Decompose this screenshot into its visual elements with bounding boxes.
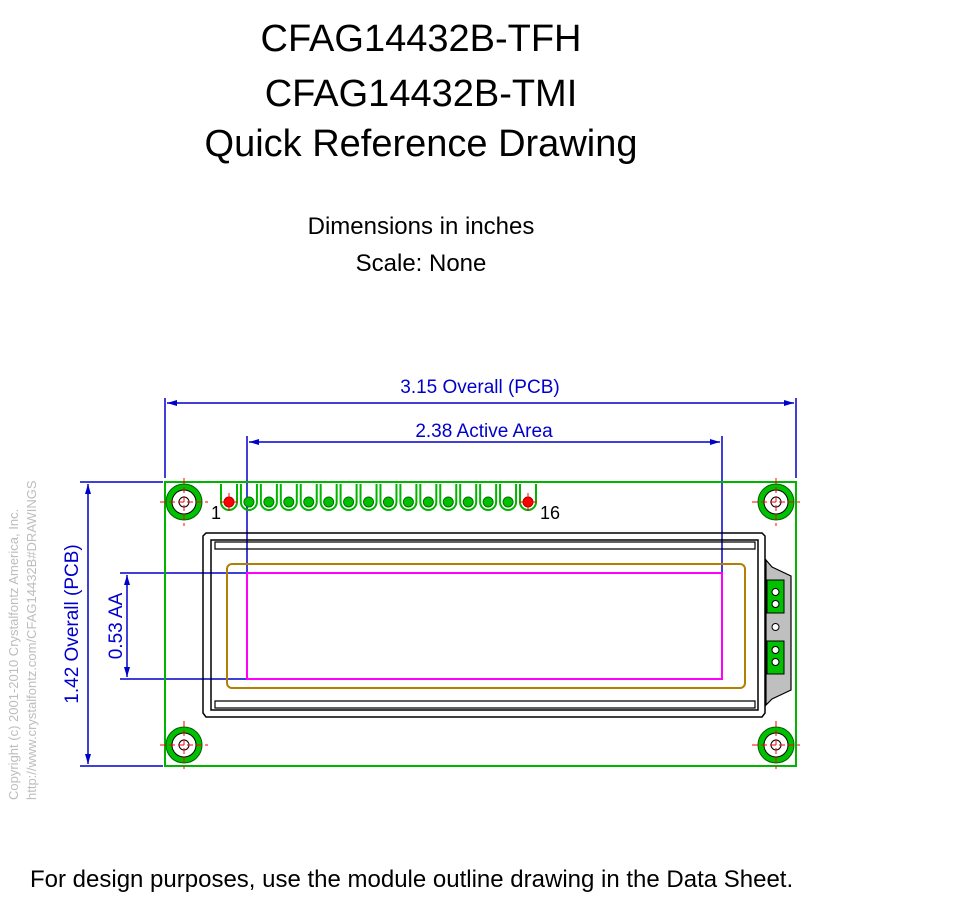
units-note: Dimensions in inches bbox=[307, 213, 535, 240]
title-line-1: CFAG14432B-TFH bbox=[260, 18, 582, 60]
overall-height-dimension bbox=[80, 481, 163, 767]
pcb-outline bbox=[164, 481, 797, 767]
mounting-hole-bottom-right bbox=[752, 721, 800, 769]
connector-pin-8 bbox=[359, 484, 378, 511]
connector-pin-16 bbox=[519, 484, 537, 511]
title-line-3: Quick Reference Drawing bbox=[204, 123, 638, 165]
connector-pin-1 bbox=[220, 484, 238, 511]
connector-pin-6 bbox=[319, 484, 338, 511]
mounting-hole-top-right bbox=[752, 478, 800, 526]
active-width-label: 2.38 Active Area bbox=[415, 421, 553, 442]
connector-pin-7 bbox=[339, 484, 358, 511]
scale-note: Scale: None bbox=[355, 250, 487, 277]
overall-width-dimension bbox=[164, 398, 797, 478]
active-height-dimension bbox=[120, 572, 246, 680]
active-height-label: 0.53 AA bbox=[106, 592, 127, 659]
footer-note: For design purposes, use the module outl… bbox=[30, 866, 794, 893]
connector-pin-14 bbox=[479, 484, 498, 511]
backlight-tab bbox=[765, 558, 792, 707]
viewing-area bbox=[226, 563, 746, 689]
mounting-hole-top-left bbox=[160, 478, 208, 526]
pin-16-label: 16 bbox=[540, 503, 560, 523]
connector-pin-4 bbox=[279, 484, 298, 511]
active-area bbox=[246, 572, 723, 680]
connector-pin-row bbox=[220, 484, 537, 511]
connector-pin-9 bbox=[379, 484, 398, 511]
pin-1-label: 1 bbox=[211, 503, 221, 523]
connector-pin-13 bbox=[459, 484, 478, 511]
connector-pin-2 bbox=[239, 484, 258, 511]
connector-pin-12 bbox=[439, 484, 458, 511]
connector-pin-3 bbox=[259, 484, 278, 511]
connector-pin-11 bbox=[419, 484, 438, 511]
connector-pin-5 bbox=[299, 484, 318, 511]
connector-pin-10 bbox=[399, 484, 418, 511]
lcd-frame bbox=[202, 532, 766, 718]
overall-height-label: 1.42 Overall (PCB) bbox=[62, 544, 83, 703]
connector-pin-15 bbox=[499, 484, 518, 511]
mounting-hole-bottom-left bbox=[160, 721, 208, 769]
overall-width-label: 3.15 Overall (PCB) bbox=[400, 377, 559, 398]
title-line-2: CFAG14432B-TMI bbox=[264, 73, 578, 115]
